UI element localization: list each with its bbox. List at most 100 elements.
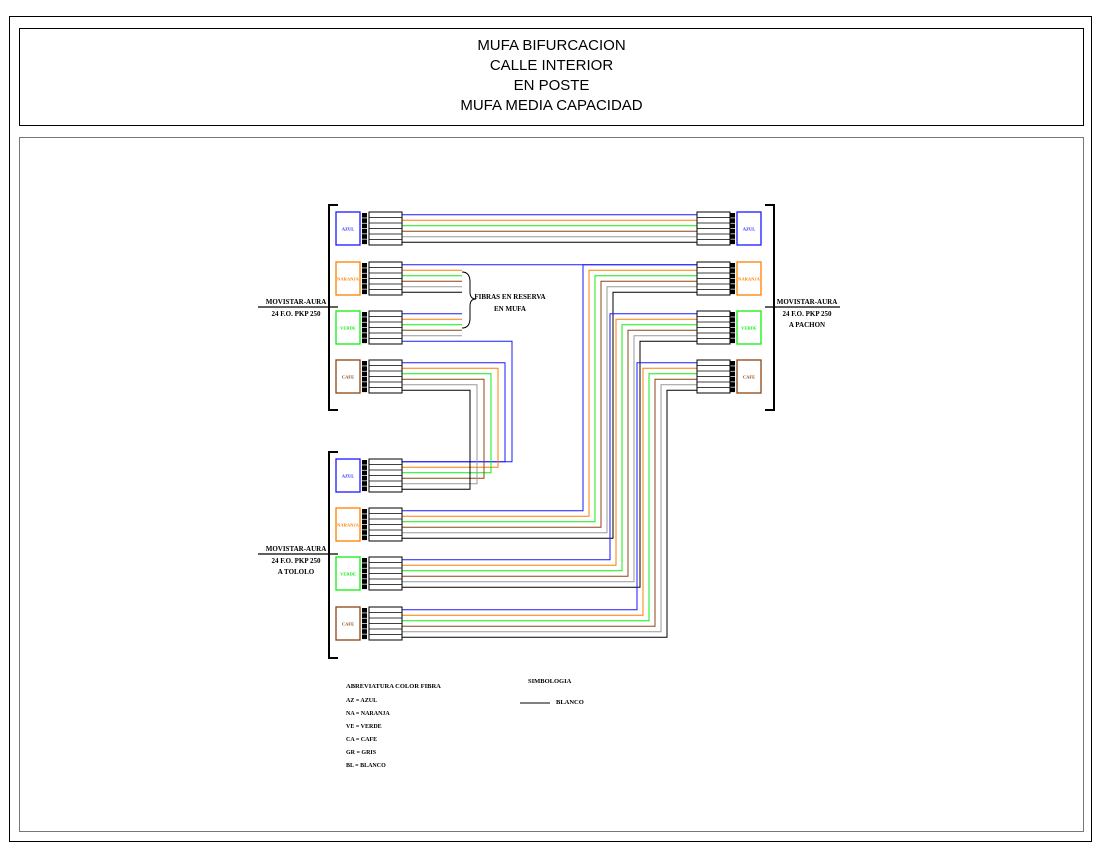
symbology-item: BLANCO [556,699,584,706]
tube-module-bl-3: CAFE [335,606,403,641]
tube-box [335,507,361,542]
fiber-number [362,327,367,333]
fiber-number [730,387,735,393]
fiber-wire [402,373,492,474]
tube-module-tl-0: AZUL [335,211,403,246]
fiber-number [730,218,735,223]
reserve-note-2: EN MUFA [494,305,526,313]
fiber-wire [402,362,506,463]
tube-module-tr-3: CAFE [696,359,762,394]
fiber-number [362,322,367,328]
fiber-number [362,460,367,465]
cable-label-top-left-2: 24 F.O. PKP 250 [272,310,321,318]
fiber-number [362,382,367,387]
tube-label: CAFE [342,622,354,627]
fiber-number [362,465,367,470]
legend-title: ABREVIATURA COLOR FIBRA [346,683,441,690]
fiber-number [362,338,367,344]
tube-module-bl-1: NARANJA [335,507,403,542]
fiber-wire [402,367,697,616]
fiber-wire [402,318,697,566]
fiber-number [362,218,367,223]
fiber-wire [402,286,697,534]
fiber-number [730,333,735,338]
fiber-number [362,623,367,629]
tube-box [736,359,762,394]
fiber-number [730,284,735,289]
fiber-number [362,470,367,476]
tube-module-bl-0: AZUL [335,458,403,493]
tube-modules: AZULNARANJAVERDECAFEAZULNARANJAVERDECAFE… [335,211,762,641]
fiber-wire [402,378,697,627]
reserve-brace [461,271,477,329]
fiber-number [362,263,367,268]
tube-module-tl-1: NARANJA [335,261,403,296]
fiber-wire [402,362,697,611]
fiber-number [362,613,367,618]
fiber-number [730,371,735,377]
fiber-number [730,338,735,344]
fiber-number [730,376,735,382]
fiber-wire [402,324,697,572]
fiber-wire [402,378,485,479]
fiber-number [730,263,735,268]
title-block: MUFA BIFURCACION CALLE INTERIOR EN POSTE… [19,28,1084,126]
fiber-wire [402,340,513,463]
tube-box [335,310,361,345]
tube-label: NARANJA [738,277,760,282]
tube-module-tr-1: NARANJA [696,261,762,296]
fiber-number [730,278,735,284]
fiber-number [362,579,367,584]
fiber-number [362,278,367,284]
fiber-wire [402,313,697,561]
fiber-wire [402,389,471,490]
diagram-frame [19,137,1084,832]
fiber-number [730,289,735,295]
fiber-number [362,289,367,295]
fiber-number [362,486,367,492]
tube-label: VERDE [741,326,757,331]
fiber-number [362,530,367,535]
fiber-wire [402,264,697,512]
fiber-wire [402,291,697,539]
fiber-number [362,629,367,634]
cable-label-bottom-left-1: MOVISTAR-AURA [266,545,327,553]
tube-label: CAFE [743,375,755,380]
fiber-number [362,376,367,382]
title-line-1: MUFA BIFURCACION [477,37,626,54]
tube-label: NARANJA [337,277,359,282]
legend-item: NA = NARANJA [346,711,390,717]
fiber-wire [402,275,697,523]
fiber-number [362,312,367,317]
legend-item: AZ = AZUL [346,698,377,704]
fiber-number [362,317,367,322]
tube-box [736,211,762,246]
tube-label: AZUL [342,227,355,232]
legend-item: VE = VERDE [346,724,382,730]
fiber-number [362,568,367,574]
fiber-number [730,322,735,328]
fiber-number [730,317,735,322]
reserve-note-1: FIBRAS EN RESERVA [474,293,545,301]
fiber-number [362,509,367,514]
fiber-number [362,573,367,579]
fiber-number [362,481,367,486]
fiber-number [362,284,367,289]
tube-box [335,211,361,246]
fiber-number [730,234,735,239]
fiber-number [362,366,367,371]
tube-label: CAFE [342,375,354,380]
tube-label: AZUL [342,474,355,479]
fiber-number [362,514,367,519]
tube-label: AZUL [743,227,756,232]
fiber-number [730,239,735,245]
fiber-number [362,234,367,239]
fiber-number [362,268,367,273]
fiber-wire [402,340,697,588]
color-legend: ABREVIATURA COLOR FIBRA AZ = AZUL NA = N… [346,683,441,769]
cable-label-right-1: MOVISTAR-AURA [777,298,838,306]
symbology-title: SIMBOLOGIA [528,678,572,685]
fiber-number [730,213,735,218]
fiber-number [362,618,367,624]
